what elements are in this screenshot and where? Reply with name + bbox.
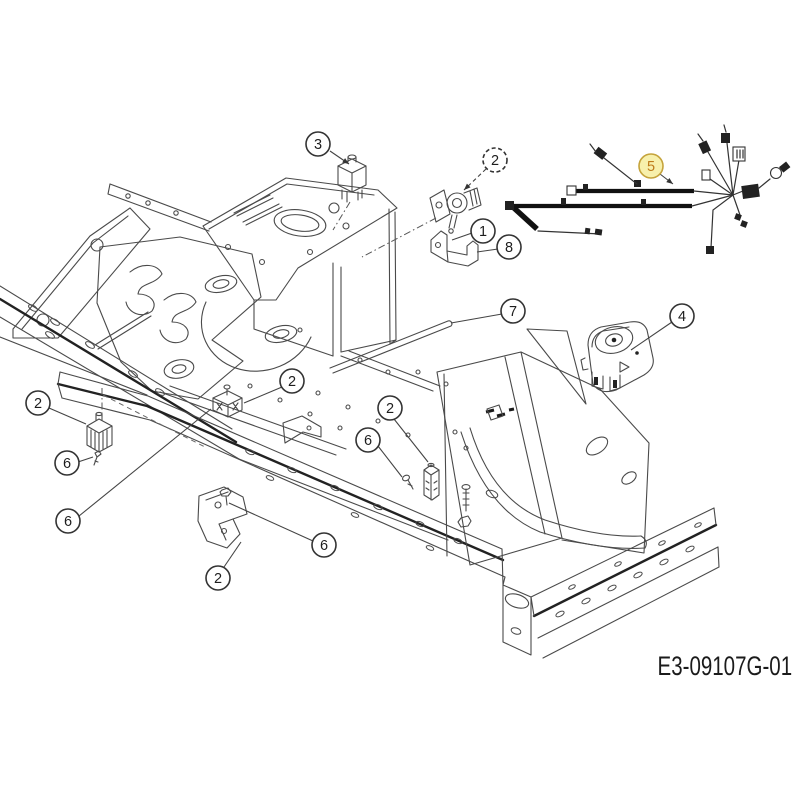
svg-text:8: 8 xyxy=(505,240,513,256)
callout-2: 2 xyxy=(205,541,242,591)
part-number: E3-09107G-01 xyxy=(657,651,792,681)
alignment-lines xyxy=(101,388,206,448)
svg-text:2: 2 xyxy=(386,401,394,417)
svg-text:6: 6 xyxy=(320,538,328,554)
part-3-switch xyxy=(332,154,367,231)
callout-5: 5 xyxy=(638,153,674,185)
part-2-bracket-bottom xyxy=(197,486,248,549)
left-rail xyxy=(0,285,240,460)
callout-6: 6 xyxy=(55,408,212,534)
svg-text:2: 2 xyxy=(34,396,42,412)
svg-text:6: 6 xyxy=(64,514,72,530)
callout-2: 2 xyxy=(463,147,508,191)
pedal-bracket xyxy=(94,236,312,400)
svg-text:3: 3 xyxy=(314,137,322,153)
svg-text:1: 1 xyxy=(479,224,487,240)
svg-text:4: 4 xyxy=(678,309,686,325)
right-rail xyxy=(530,507,720,659)
callout-6: 6 xyxy=(355,427,403,478)
callout-1: 1 xyxy=(451,218,496,244)
svg-text:2: 2 xyxy=(214,571,222,587)
svg-text:6: 6 xyxy=(364,433,372,449)
callout-2: 2 xyxy=(25,390,87,425)
callout-2: 2 xyxy=(243,368,305,404)
callout-6: 6 xyxy=(54,450,94,476)
rear-upright xyxy=(436,328,650,566)
callout-3: 3 xyxy=(305,131,350,165)
callout-7: 7 xyxy=(450,298,526,324)
svg-text:5: 5 xyxy=(647,159,655,175)
callout-2: 2 xyxy=(377,395,429,463)
part-2-switch-mounted xyxy=(212,384,243,418)
part-2-solenoid xyxy=(361,187,482,258)
callout-6: 6 xyxy=(228,502,337,558)
part-6-screw-mid xyxy=(402,474,414,490)
svg-text:6: 6 xyxy=(63,456,71,472)
callout-8: 8 xyxy=(476,234,522,260)
part-4-key-switch xyxy=(580,321,654,393)
svg-text:2: 2 xyxy=(491,153,499,169)
wiring-harness xyxy=(505,124,791,254)
part-2-interlock-switch-left xyxy=(86,411,113,466)
front-rail xyxy=(56,371,532,656)
svg-text:2: 2 xyxy=(288,374,296,390)
part-1-bracket xyxy=(430,230,479,267)
callout-4: 4 xyxy=(630,303,695,351)
part-2-spacer-cylinder xyxy=(423,462,440,501)
svg-text:7: 7 xyxy=(509,304,517,320)
console-assembly xyxy=(107,177,398,357)
